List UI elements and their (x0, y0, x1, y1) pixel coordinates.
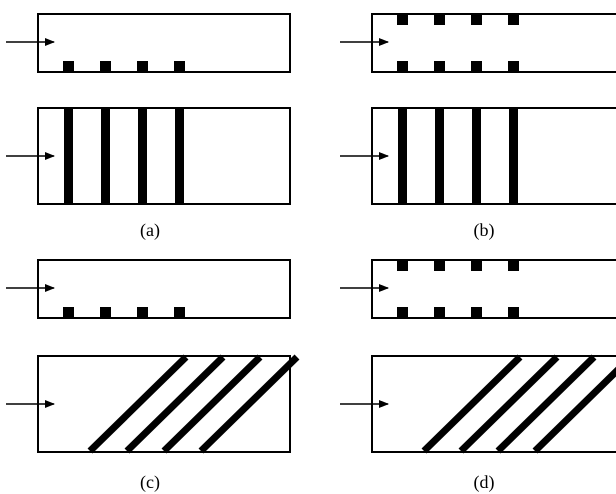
panel-d (340, 259, 616, 454)
panels-layer (6, 13, 616, 454)
rib-transverse-b (472, 108, 481, 204)
caption-d: (d) (474, 472, 495, 493)
rib-inclined-c (161, 354, 263, 454)
rib-bottom-wall-a (63, 61, 74, 72)
rib-inclined-d (532, 366, 616, 454)
rib-top-wall-b (397, 14, 408, 25)
rib-bottom-wall-c (137, 307, 148, 318)
rib-transverse-b (509, 108, 518, 204)
channel-side-view-a (37, 13, 291, 73)
panel-b (340, 13, 616, 205)
caption-b: (b) (474, 220, 495, 241)
channel-plan-view-a (37, 107, 291, 205)
channel-side-view-c (37, 259, 291, 319)
rib-bottom-wall-d (471, 307, 482, 318)
rib-transverse-a (101, 108, 110, 204)
panel-c (6, 259, 300, 454)
rib-bottom-wall-d (434, 307, 445, 318)
rib-top-wall-b (434, 14, 445, 25)
rib-bottom-wall-b (434, 61, 445, 72)
rib-transverse-a (175, 108, 184, 204)
panel-a (6, 13, 291, 205)
rib-inclined-c (198, 354, 300, 454)
rib-bottom-wall-a (137, 61, 148, 72)
rib-bottom-wall-c (100, 307, 111, 318)
rib-bottom-wall-b (508, 61, 519, 72)
rib-bottom-wall-c (63, 307, 74, 318)
rib-bottom-wall-d (397, 307, 408, 318)
rib-transverse-b (435, 108, 444, 204)
channel-side-view-d (371, 259, 616, 319)
rib-transverse-a (138, 108, 147, 204)
rib-bottom-wall-d (508, 307, 519, 318)
channel-plan-view-b (371, 107, 616, 205)
rib-inclined-d (495, 354, 597, 454)
rib-inclined-c (87, 354, 189, 454)
rib-top-wall-b (471, 14, 482, 25)
rib-top-wall-b (508, 14, 519, 25)
rib-transverse-a (64, 108, 73, 204)
rib-inclined-d (458, 354, 560, 454)
caption-c: (c) (140, 472, 160, 493)
rib-bottom-wall-a (100, 61, 111, 72)
rib-inclined-c (124, 354, 226, 454)
rib-top-wall-d (471, 260, 482, 271)
rib-top-wall-d (508, 260, 519, 271)
rib-bottom-wall-b (397, 61, 408, 72)
rib-bottom-wall-c (174, 307, 185, 318)
rib-top-wall-d (397, 260, 408, 271)
channel-side-view-b (371, 13, 616, 73)
rib-bottom-wall-b (471, 61, 482, 72)
caption-a: (a) (140, 220, 160, 241)
rib-transverse-b (398, 108, 407, 204)
rib-bottom-wall-a (174, 61, 185, 72)
rib-top-wall-d (434, 260, 445, 271)
rib-inclined-d (421, 354, 523, 454)
